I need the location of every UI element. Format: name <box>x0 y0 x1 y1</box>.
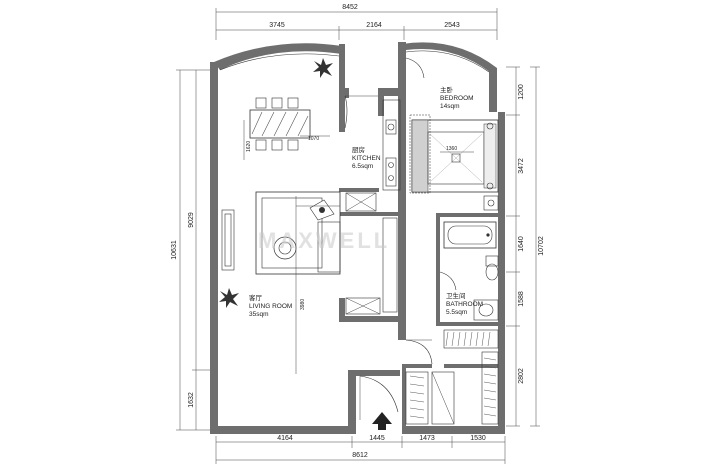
table-height-dim: 1620 <box>246 141 252 152</box>
living-name-en: LIVING ROOM <box>249 303 292 310</box>
bedroom-name-en: BEDROOM <box>440 95 474 102</box>
top-dim-3: 2543 <box>444 22 460 29</box>
watermark: MAXWELL <box>258 228 390 253</box>
bath-door-icon <box>405 339 433 365</box>
bedroom-door-icon <box>405 57 425 79</box>
bottom-dim-3: 1473 <box>419 435 435 442</box>
living-depth-dim: 3980 <box>300 299 306 310</box>
bottom-dimensions: 4164 1445 1473 1530 8612 <box>215 435 506 464</box>
bathroom-name-cn: 卫生间 <box>446 291 466 300</box>
left-dimensions: 10631 9029 1632 <box>171 69 212 431</box>
right-dim-3: 1640 <box>518 236 525 252</box>
plant-icon <box>219 288 239 308</box>
wardrobe <box>409 114 431 194</box>
kitchen-name-en: KITCHEN <box>352 155 381 162</box>
bedroom-area: 14sqm <box>440 103 460 110</box>
bed-width-dim: 1360 <box>446 146 457 152</box>
right-dim-1: 1200 <box>518 84 525 100</box>
kitchen-area: 6.5sqm <box>352 163 373 170</box>
entry-arrow-icon <box>372 412 392 430</box>
dining-table: 1070 1620 <box>243 97 330 160</box>
bottom-dim-1: 4164 <box>277 435 293 442</box>
plant-icon <box>313 58 333 78</box>
right-dimensions: 1200 3472 1640 1588 2802 10702 <box>506 66 545 427</box>
bottom-dim-4: 1530 <box>470 435 486 442</box>
storage-cabinet <box>345 192 398 315</box>
walls <box>210 42 505 434</box>
bed: 1360 <box>411 119 499 211</box>
tv-cabinet <box>221 209 235 271</box>
bottom-dim-2: 1445 <box>369 435 385 442</box>
right-dim-5: 2802 <box>518 368 525 384</box>
top-dim-1: 3745 <box>269 22 285 29</box>
top-dim-2: 2164 <box>366 22 382 29</box>
bathtub <box>443 221 497 249</box>
right-dim-4: 1588 <box>518 291 525 307</box>
sofa-set <box>255 191 341 275</box>
top-total-dim: 8452 <box>342 4 358 11</box>
top-dimensions: 8452 3745 2164 2543 <box>215 4 498 40</box>
bathroom-name-en: BATHROOM <box>446 301 483 308</box>
bathroom-area: 5.5sqm <box>446 309 467 316</box>
table-width-dim: 1070 <box>308 136 319 142</box>
basin <box>473 299 499 321</box>
left-total-dim: 10631 <box>171 240 178 260</box>
left-dim-1: 9029 <box>188 212 195 228</box>
bottom-total-dim: 8612 <box>352 452 368 459</box>
kitchen-name-cn: 厨房 <box>352 145 365 154</box>
bath-inner-door-icon <box>439 271 457 291</box>
toilet <box>485 255 499 281</box>
kitchen-fixtures <box>344 95 401 191</box>
left-dim-2: 1632 <box>188 392 195 408</box>
bedroom-name-cn: 主卧 <box>440 85 454 94</box>
right-total-dim: 10702 <box>538 236 545 256</box>
right-dim-2: 3472 <box>518 158 525 174</box>
living-name-cn: 客厅 <box>249 293 263 302</box>
living-area: 35sqm <box>249 311 269 318</box>
closet <box>405 329 499 425</box>
entry-door-icon <box>359 375 399 413</box>
